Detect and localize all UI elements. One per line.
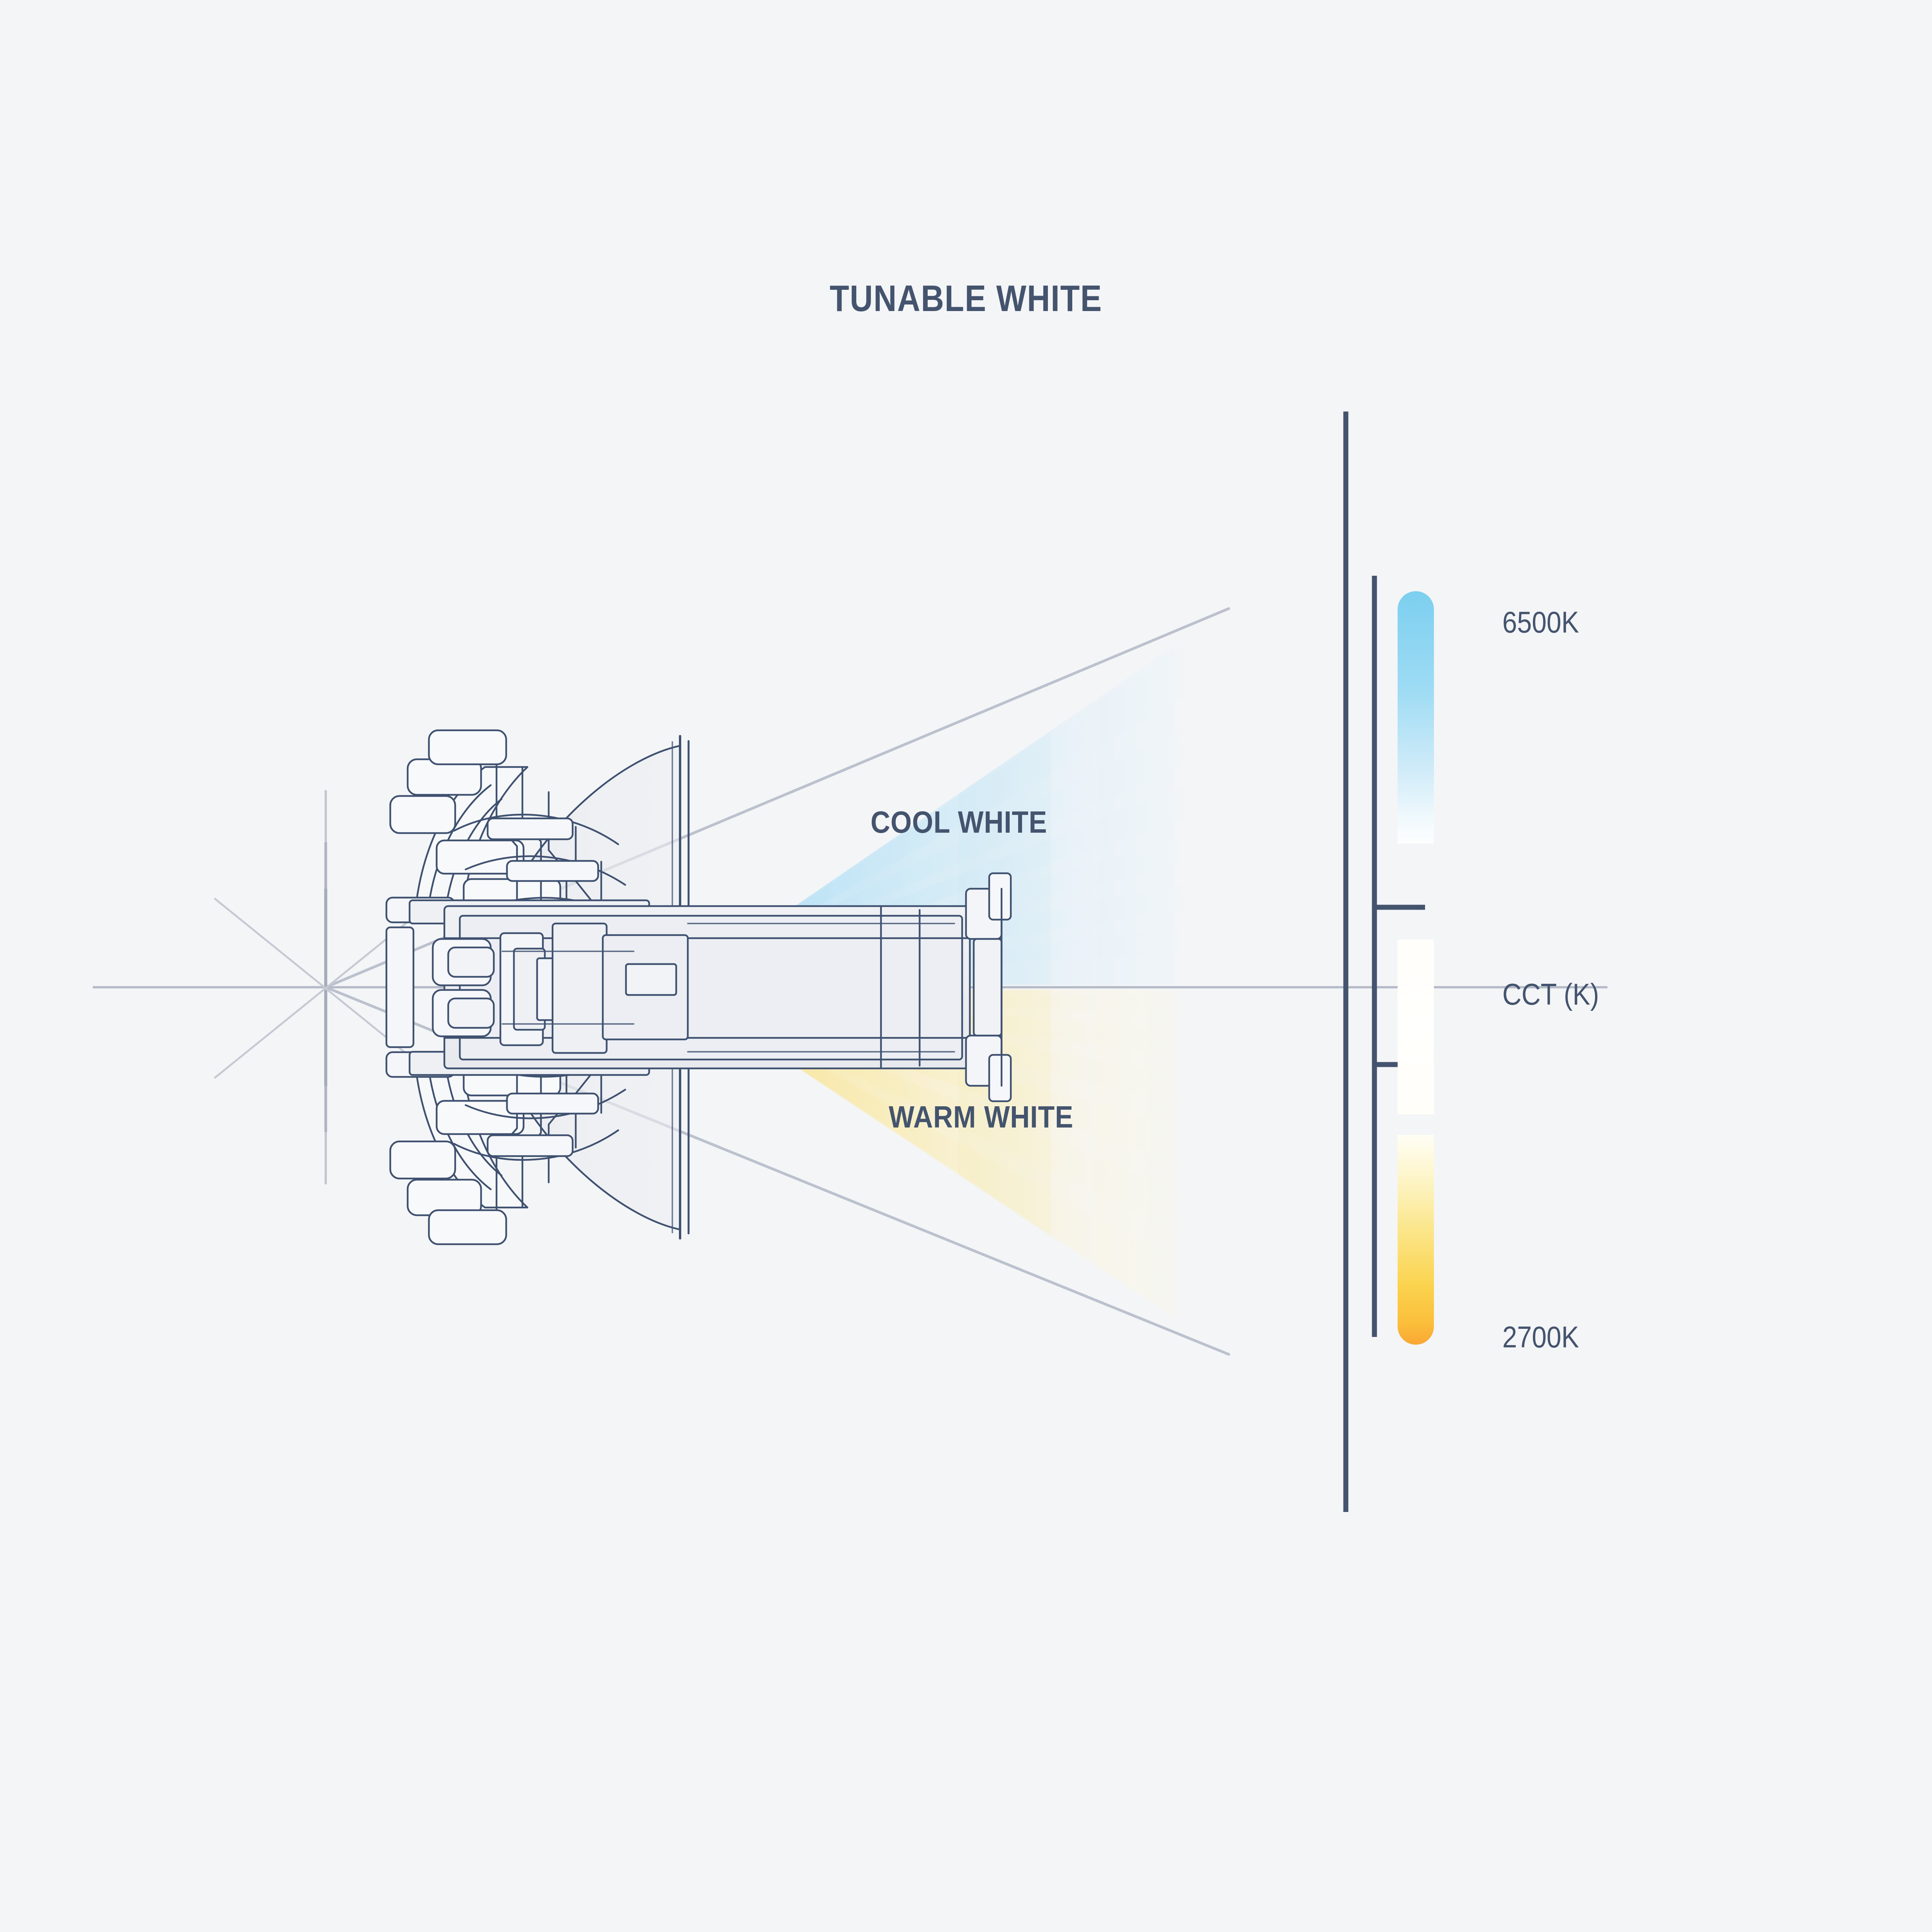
page-title: TUNABLE WHITE <box>830 278 1102 319</box>
cct-min-label: 2700K <box>1502 1320 1579 1354</box>
cct-bar-neutral-segment <box>1398 940 1434 1114</box>
cct-bar-cool-segment <box>1398 591 1434 844</box>
cct-bar-warm-segment <box>1398 1135 1434 1345</box>
warm-white-label: WARM WHITE <box>889 1100 1074 1134</box>
cct-max-label: 6500K <box>1502 605 1579 639</box>
driver-housing <box>385 872 1012 1102</box>
luminaire-cad-drawing <box>385 729 1012 1245</box>
cct-axis-label: CCT (K) <box>1502 977 1599 1011</box>
cct-scale <box>1343 412 1434 1512</box>
cool-white-label: COOL WHITE <box>871 805 1048 839</box>
